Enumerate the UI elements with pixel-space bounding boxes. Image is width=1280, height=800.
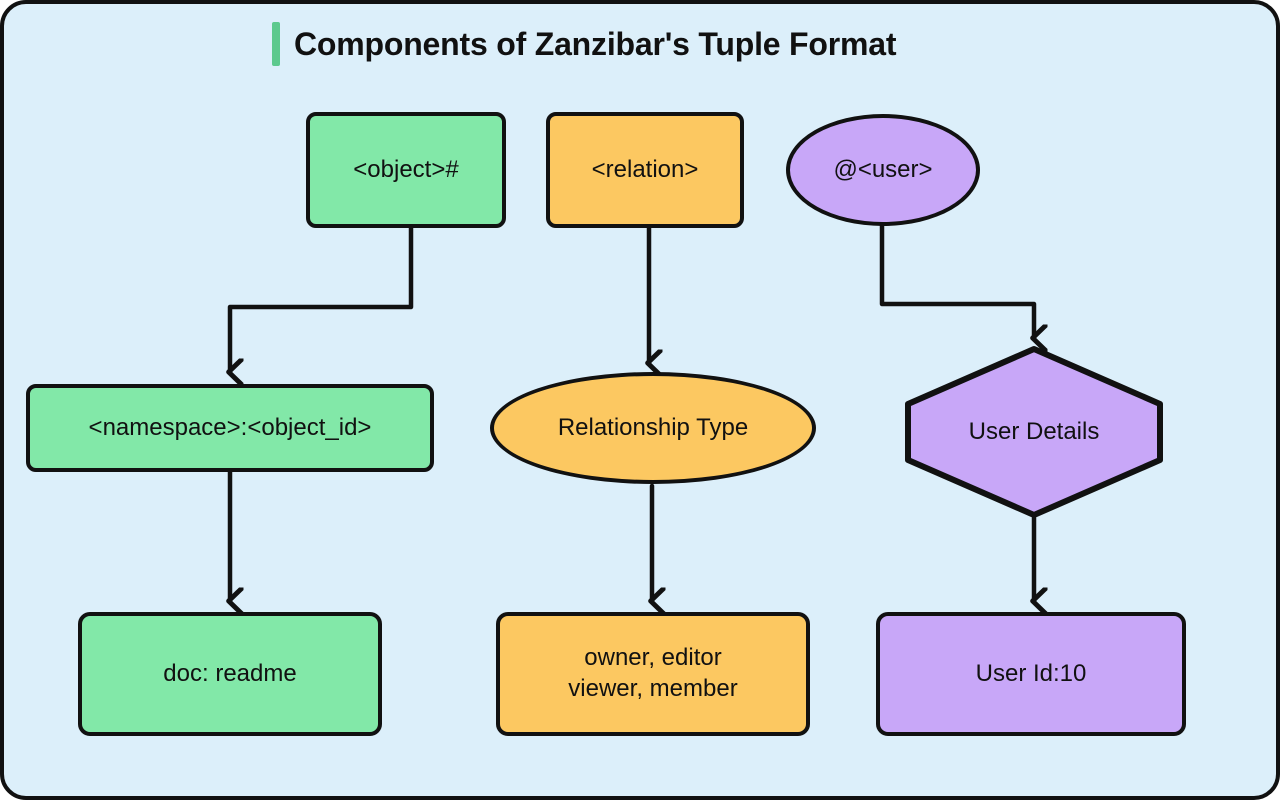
- node-relation-values[interactable]: owner, editor viewer, member: [496, 612, 810, 736]
- node-relation[interactable]: <relation>: [546, 112, 744, 228]
- node-user-details[interactable]: User Details: [898, 344, 1170, 520]
- node-user-details-label: User Details: [968, 418, 1100, 445]
- node-namespace-object-id[interactable]: <namespace>:<object_id>: [26, 384, 434, 472]
- relation-values-line-2: viewer, member: [568, 675, 738, 702]
- node-user[interactable]: @<user>: [786, 114, 980, 226]
- node-relationship-type[interactable]: Relationship Type: [490, 372, 816, 484]
- node-doc-readme[interactable]: doc: readme: [78, 612, 382, 736]
- page-title-text: Components of Zanzibar's Tuple Format: [294, 25, 897, 62]
- relation-values-line-1: owner, editor: [584, 644, 722, 672]
- edge-object-to-namespace: [230, 225, 414, 372]
- node-relation-values-text: owner, editor viewer, member: [568, 643, 737, 704]
- title-accent-bar: [272, 22, 280, 66]
- page-title: Components of Zanzibar's Tuple Format: [272, 22, 897, 66]
- hexagon-shape: [905, 346, 1163, 518]
- edge-user-to-userdetails: [879, 213, 1034, 338]
- node-user-id[interactable]: User Id:10: [876, 612, 1186, 736]
- node-object[interactable]: <object>#: [306, 112, 506, 228]
